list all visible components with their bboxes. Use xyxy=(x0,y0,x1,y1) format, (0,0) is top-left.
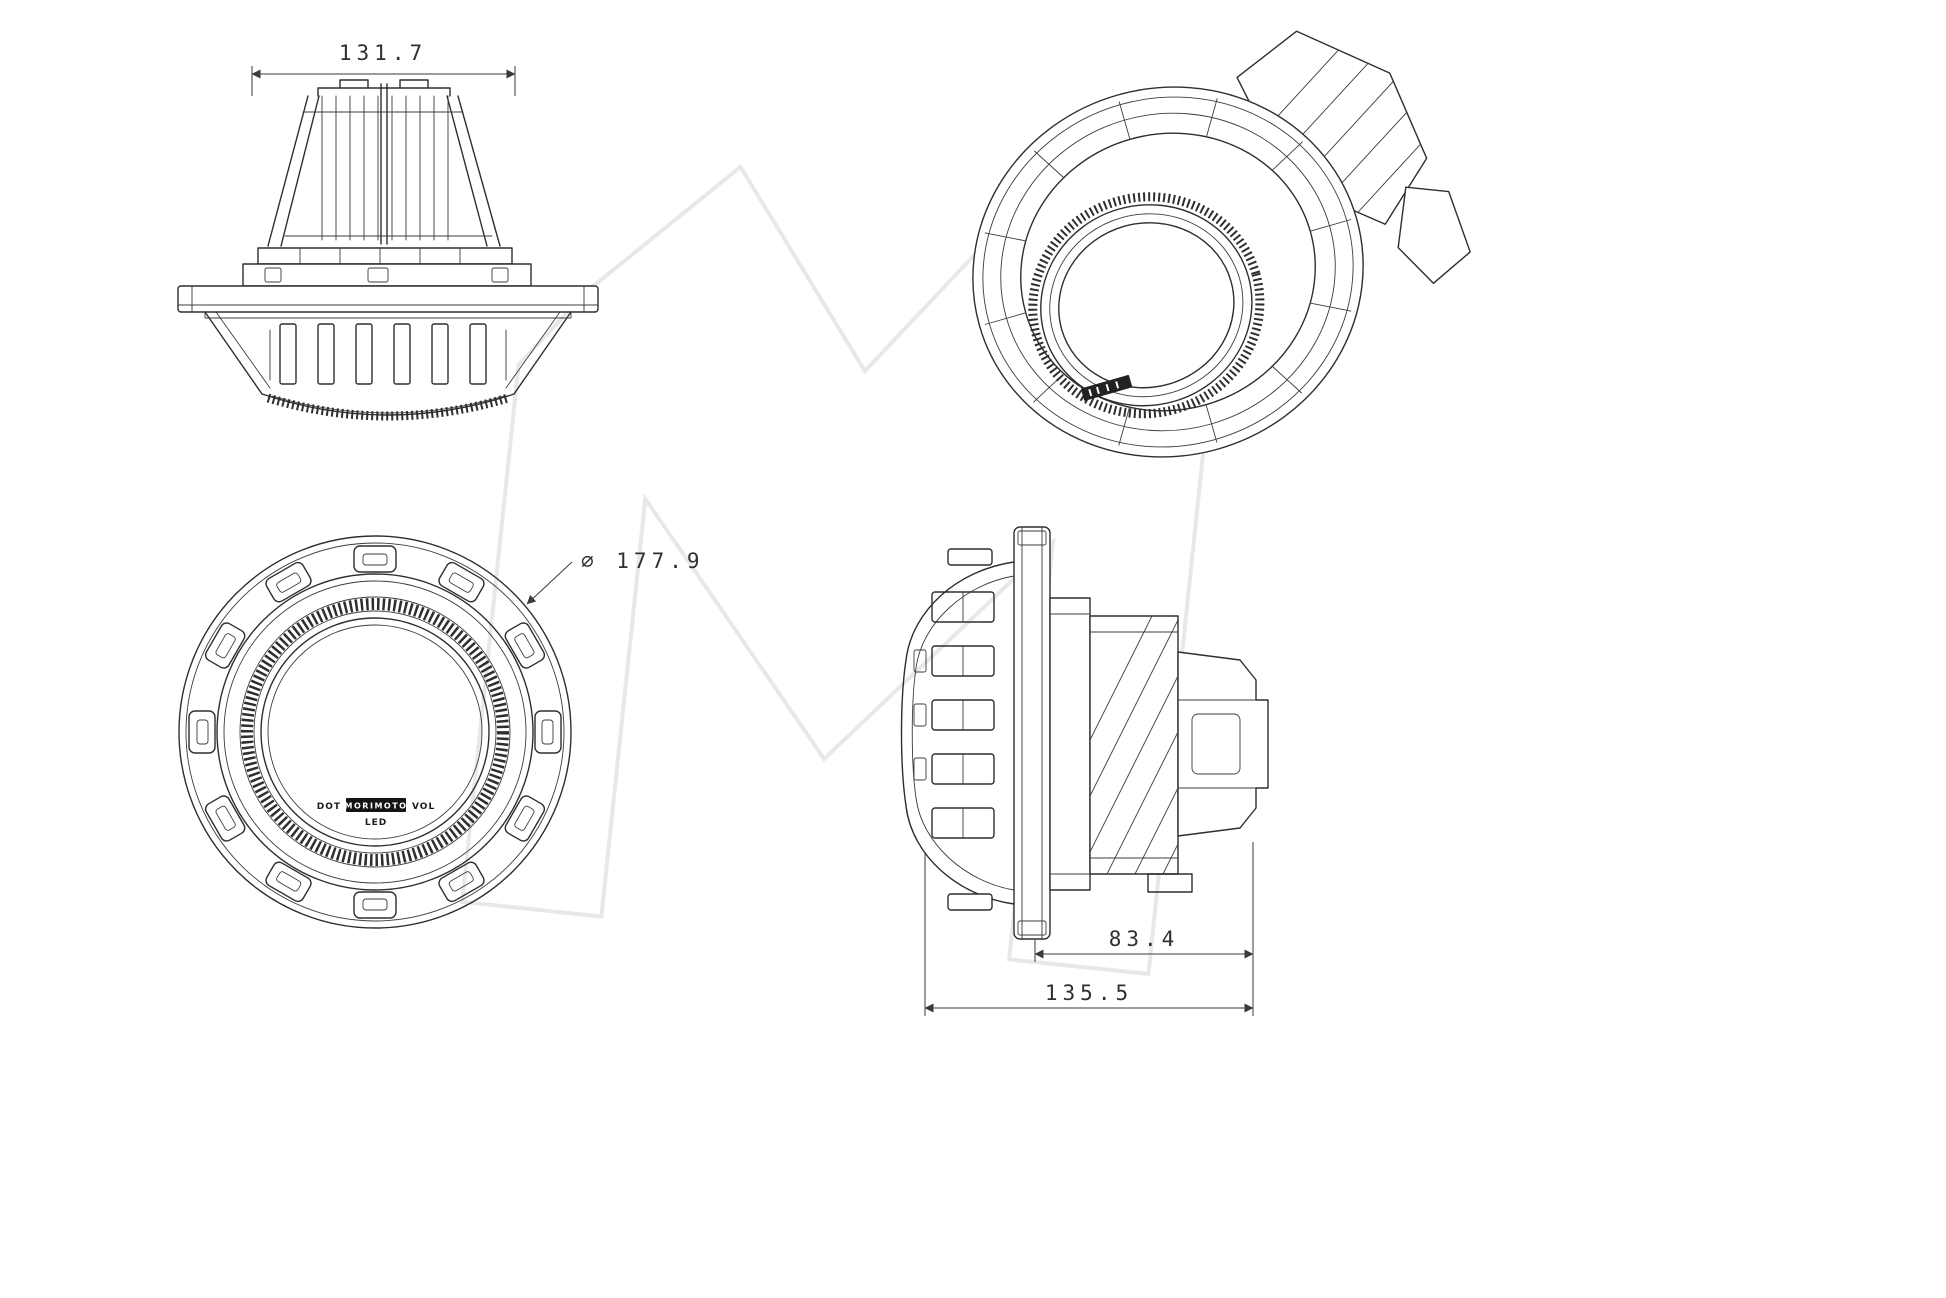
front-view-dimension-diameter: ⌀ 177.9 xyxy=(526,549,705,605)
side-view: 83.4 135.5 xyxy=(900,526,1269,1016)
isometric-view xyxy=(972,6,1471,458)
lens-marking-vol: VOL xyxy=(412,802,435,812)
dimension-label-diameter: ⌀ 177.9 xyxy=(581,549,705,573)
front-view-lens-markings: DOT MORIMOTO VOL LED xyxy=(317,798,435,828)
dimension-label-width: 131.7 xyxy=(339,41,427,65)
isometric-lens xyxy=(1028,192,1265,419)
front-view-rings xyxy=(178,535,572,929)
lens-marking-led: LED xyxy=(365,818,387,828)
top-view-linework xyxy=(177,79,599,421)
side-view-dimension-depth: 83.4 xyxy=(1034,842,1254,1016)
top-view: 131.7 xyxy=(177,41,599,421)
isometric-rear-heatsink xyxy=(1236,6,1471,284)
front-view: DOT MORIMOTO VOL LED ⌀ 177.9 xyxy=(178,535,705,929)
top-view-dimension-width: 131.7 xyxy=(251,41,516,96)
lens-marking-brand: MORIMOTO xyxy=(345,802,408,811)
dimension-label-depth: 83.4 xyxy=(1109,927,1180,951)
brand-badge xyxy=(346,798,406,812)
dimension-label-overall: 135.5 xyxy=(1045,981,1133,1005)
side-view-dimension-overall: 135.5 xyxy=(924,852,1254,1016)
lens-marking-dot: DOT xyxy=(317,802,341,812)
side-view-linework xyxy=(900,526,1269,940)
isometric-lens-label xyxy=(1080,375,1133,401)
